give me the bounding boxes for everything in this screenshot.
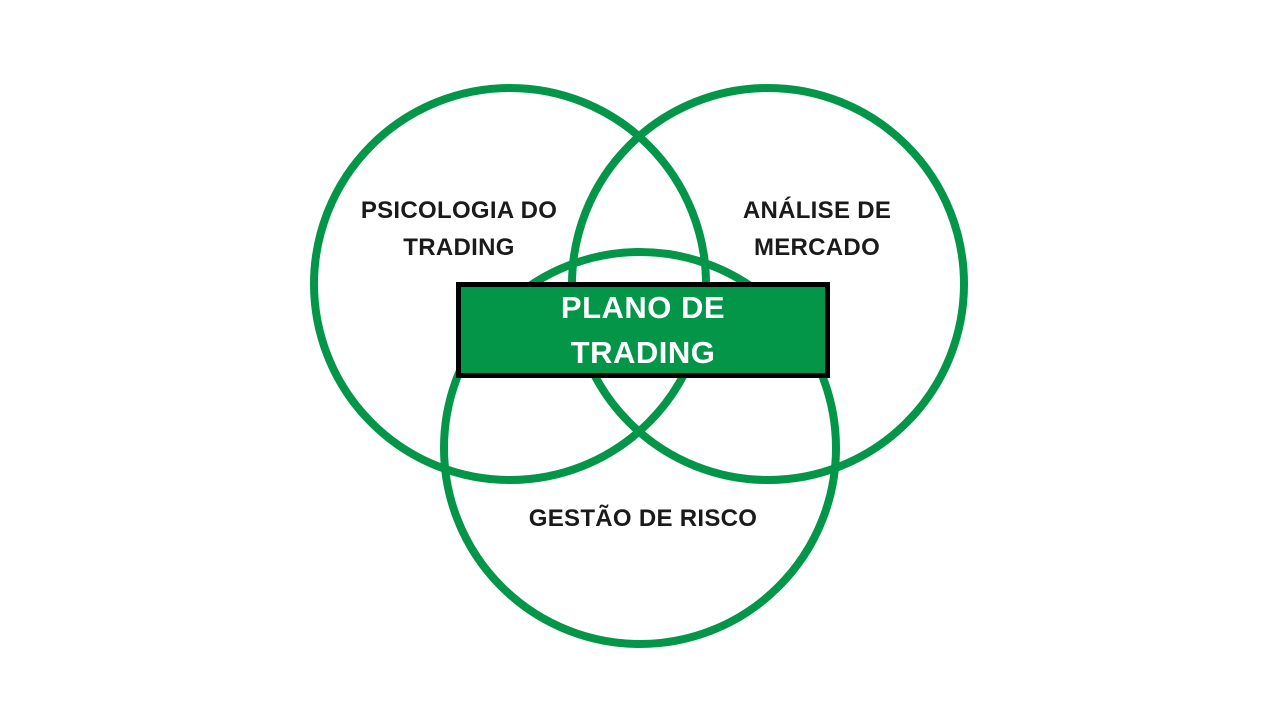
label-line-2: TRADING [403,234,515,261]
plano-de-trading-box: PLANO DE TRADING [456,282,830,378]
center-box-line-1: PLANO DE [560,290,726,325]
label-psicologia-do-trading: PSICOLOGIA DO TRADING [334,192,584,266]
label-line-1: GESTÃO DE RISCO [528,505,758,532]
label-line-1: PSICOLOGIA DO [360,197,558,224]
label-gestao-de-risco: GESTÃO DE RISCO [478,500,808,537]
label-line-1: ANÁLISE DE [742,197,892,224]
label-line-2: MERCADO [753,234,881,261]
label-analise-de-mercado: ANÁLISE DE MERCADO [692,192,942,266]
circle-gestao-de-risco [440,248,840,648]
center-box-line-2: TRADING [570,335,716,370]
